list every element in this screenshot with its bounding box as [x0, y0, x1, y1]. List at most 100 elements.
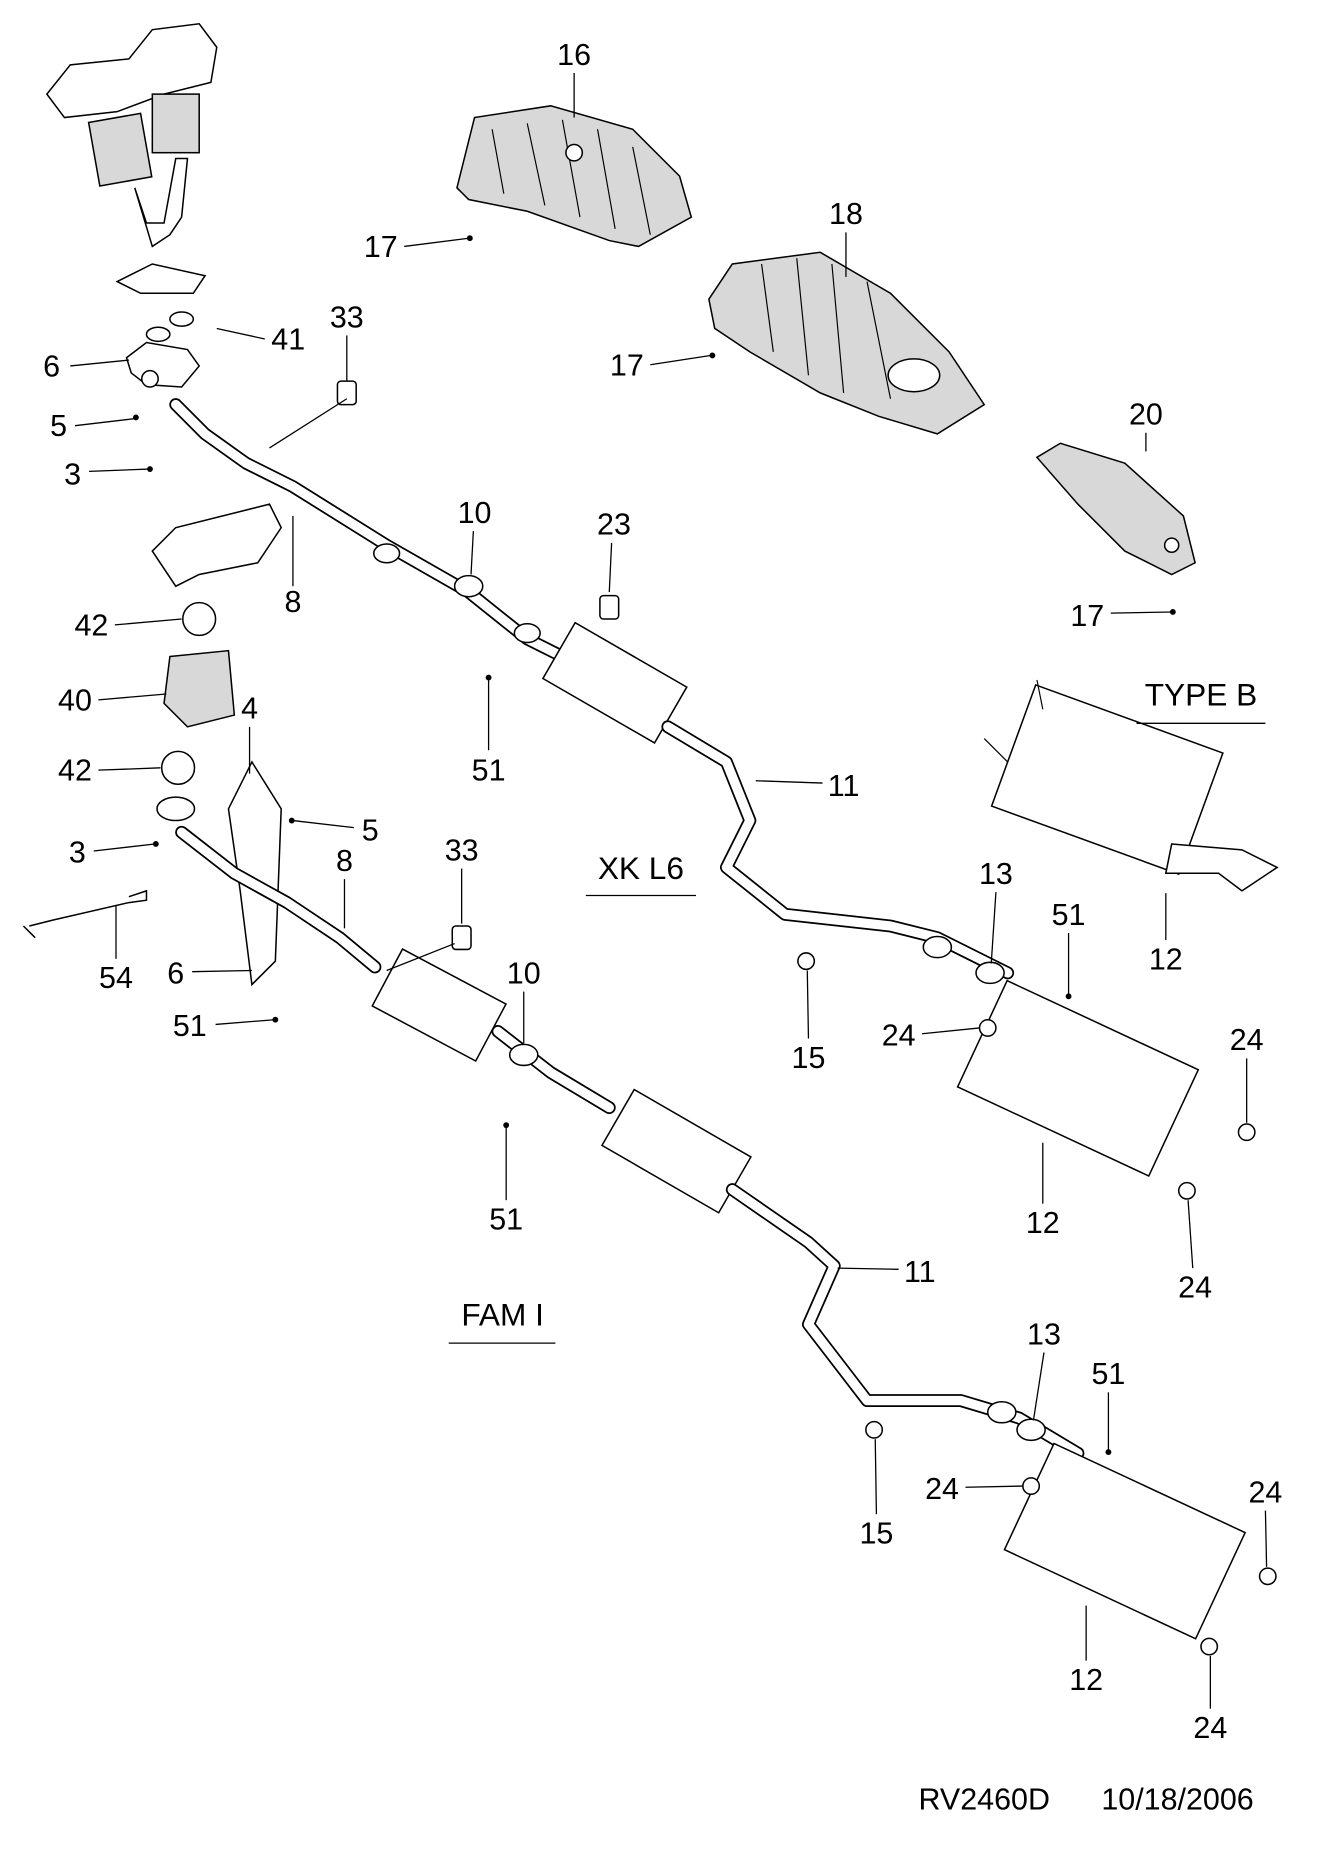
svg-text:6: 6 [167, 956, 184, 990]
heat-shield-18 [708, 251, 986, 435]
callout-51-e[interactable]: 51 [1091, 1357, 1125, 1456]
callout-5-bottom[interactable]: 5 [288, 813, 379, 847]
svg-text:XK L6: XK L6 [598, 850, 684, 886]
svg-text:24: 24 [1178, 1270, 1212, 1304]
callout-41[interactable]: 41 [216, 323, 305, 357]
svg-text:42: 42 [74, 608, 108, 642]
callout-17-right[interactable]: 17 [1070, 599, 1176, 633]
callout-4[interactable]: 4 [241, 692, 258, 774]
svg-text:40: 40 [58, 683, 92, 717]
svg-text:12: 12 [1026, 1206, 1060, 1240]
svg-text:13: 13 [1027, 1317, 1061, 1351]
callout-6-bottom[interactable]: 6 [167, 956, 252, 990]
svg-text:51: 51 [1091, 1357, 1125, 1391]
diagram-footer: RV2460D 10/18/2006 [918, 1782, 1253, 1816]
callout-3-bottom[interactable]: 3 [69, 836, 159, 870]
heat-shield-20 [1035, 442, 1197, 576]
svg-text:24: 24 [1193, 1711, 1227, 1745]
callout-42-top[interactable]: 42 [74, 608, 182, 642]
callout-51-c[interactable]: 51 [1052, 898, 1086, 1000]
callout-8-top[interactable]: 8 [284, 515, 301, 619]
svg-text:24: 24 [1230, 1023, 1264, 1057]
callout-24-b[interactable]: 24 [1230, 1023, 1264, 1123]
callout-24-c[interactable]: 24 [1178, 1200, 1212, 1304]
svg-text:10: 10 [507, 956, 541, 990]
callout-12-fam[interactable]: 12 [1069, 1605, 1103, 1697]
callout-15-top[interactable]: 15 [792, 970, 826, 1075]
callout-40[interactable]: 40 [58, 683, 167, 717]
svg-text:12: 12 [1149, 942, 1183, 976]
callout-10-top[interactable]: 10 [458, 496, 492, 575]
callout-18[interactable]: 18 [829, 197, 863, 277]
svg-text:42: 42 [58, 754, 92, 788]
exhaust-pipe-fam [175, 825, 1277, 1656]
callout-15-bottom[interactable]: 15 [859, 1439, 893, 1550]
svg-text:17: 17 [364, 230, 398, 264]
callout-10-bottom[interactable]: 10 [507, 956, 541, 1044]
svg-text:20: 20 [1129, 398, 1163, 432]
variant-label-fam-i: FAM I [448, 1297, 556, 1344]
svg-text:51: 51 [472, 754, 506, 788]
svg-text:6: 6 [43, 349, 60, 383]
svg-text:5: 5 [362, 813, 379, 847]
svg-text:FAM I: FAM I [461, 1297, 544, 1333]
exhaust-manifold-xk [45, 22, 218, 388]
callout-24-f[interactable]: 24 [1193, 1655, 1227, 1745]
callout-3-top[interactable]: 3 [64, 457, 153, 491]
svg-text:51: 51 [489, 1202, 523, 1236]
variant-label-xk-l6: XK L6 [585, 850, 696, 897]
callout-24-d[interactable]: 24 [925, 1472, 1023, 1506]
callout-13-bottom[interactable]: 13 [1027, 1317, 1061, 1421]
callout-24-a[interactable]: 24 [882, 1019, 980, 1053]
svg-text:8: 8 [284, 585, 301, 619]
callout-8-bottom[interactable]: 8 [336, 844, 353, 929]
exhaust-pipe-xk [169, 380, 1256, 1200]
svg-text:24: 24 [1248, 1475, 1282, 1509]
callout-33-top[interactable]: 33 [269, 300, 364, 449]
callout-11-bottom[interactable]: 11 [837, 1255, 936, 1289]
callout-33-bottom[interactable]: 33 [386, 833, 479, 972]
heat-shield-16 [456, 105, 693, 248]
svg-text:13: 13 [979, 857, 1013, 891]
svg-text:23: 23 [597, 508, 631, 542]
callout-42-bottom[interactable]: 42 [58, 754, 161, 788]
svg-text:4: 4 [241, 692, 258, 726]
callout-51-a[interactable]: 51 [472, 674, 506, 788]
callout-54[interactable]: 54 [99, 904, 133, 995]
svg-text:5: 5 [50, 409, 67, 443]
callout-24-e[interactable]: 24 [1248, 1475, 1282, 1567]
callout-5-top[interactable]: 5 [50, 409, 139, 443]
svg-text:10/18/2006: 10/18/2006 [1101, 1782, 1253, 1816]
callout-51-d[interactable]: 51 [489, 1122, 523, 1236]
svg-text:51: 51 [173, 1009, 207, 1043]
svg-text:3: 3 [64, 457, 81, 491]
callout-6-top[interactable]: 6 [43, 349, 129, 383]
callout-12-xk[interactable]: 12 [1026, 1142, 1060, 1240]
svg-text:16: 16 [557, 38, 591, 72]
svg-text:3: 3 [69, 836, 86, 870]
callout-16[interactable]: 16 [557, 38, 591, 118]
svg-text:17: 17 [1070, 599, 1104, 633]
callout-12-type-b[interactable]: 12 [1149, 893, 1183, 976]
svg-text:11: 11 [904, 1255, 936, 1289]
variant-label-type-b: TYPE B [1136, 677, 1266, 724]
svg-text:41: 41 [271, 323, 305, 357]
exhaust-manifold-fam [22, 503, 283, 987]
callout-17-top[interactable]: 17 [364, 230, 473, 264]
svg-text:11: 11 [828, 769, 860, 803]
callout-51-b[interactable]: 51 [173, 1009, 279, 1043]
callout-20[interactable]: 20 [1129, 398, 1163, 452]
svg-text:TYPE B: TYPE B [1145, 677, 1257, 713]
callout-11-top[interactable]: 11 [755, 769, 860, 803]
svg-text:10: 10 [458, 496, 492, 530]
svg-text:15: 15 [859, 1516, 893, 1550]
callout-23[interactable]: 23 [597, 508, 631, 593]
svg-text:33: 33 [445, 833, 479, 867]
callout-13-top[interactable]: 13 [979, 857, 1013, 964]
svg-text:24: 24 [925, 1472, 959, 1506]
svg-text:15: 15 [792, 1041, 826, 1075]
svg-text:24: 24 [882, 1019, 916, 1053]
muffler-type-b [983, 679, 1279, 892]
callout-17-mid[interactable]: 17 [610, 348, 716, 382]
